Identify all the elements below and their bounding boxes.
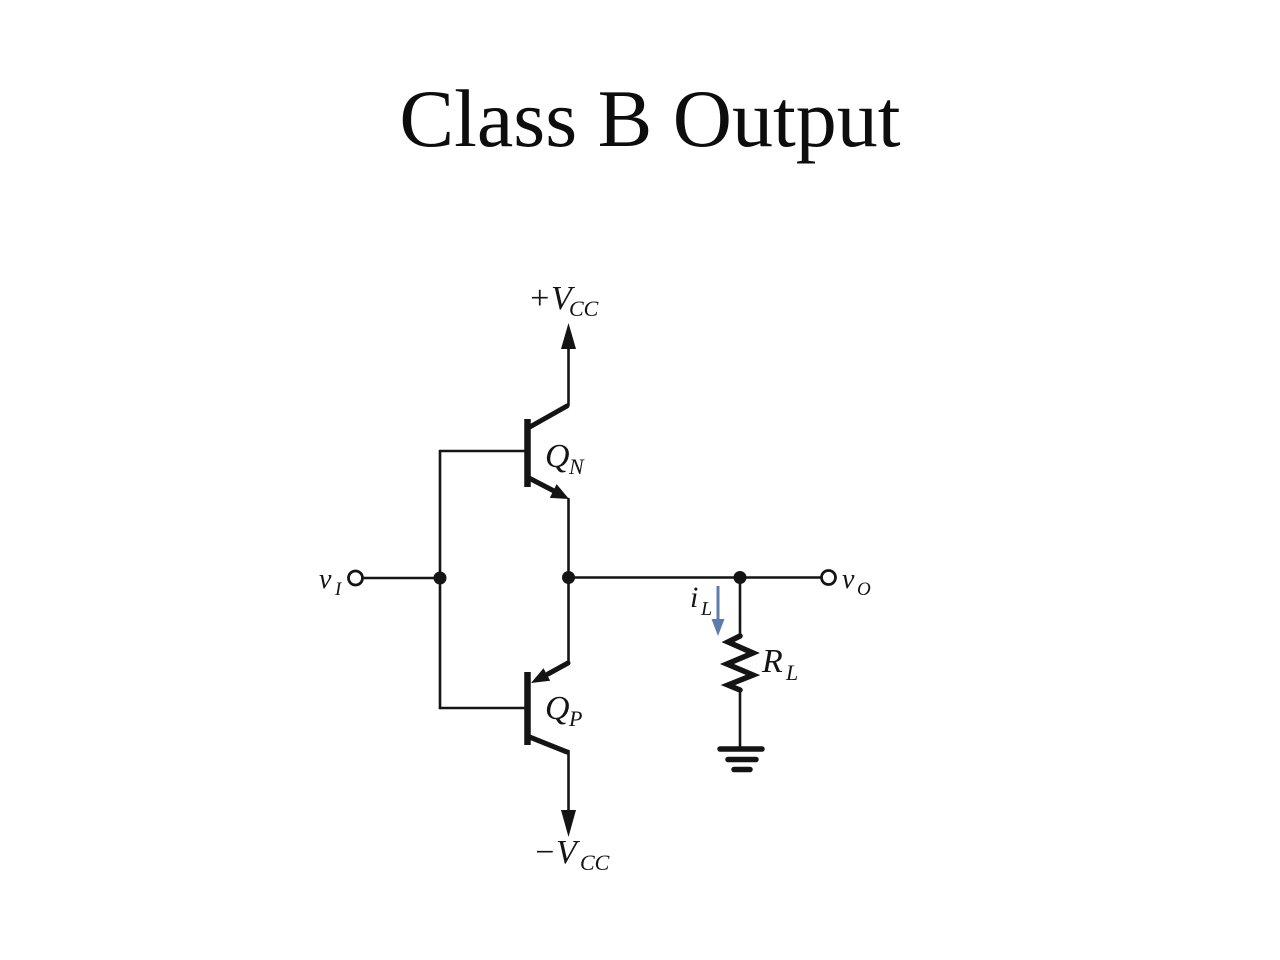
load-current-label: i: [690, 581, 698, 614]
vcc-positive-label: +V: [528, 280, 576, 317]
qp-collector-diagonal: [524, 733, 570, 755]
load-resistor-label-sub: L: [785, 660, 798, 685]
load-current-arrow-icon: [711, 619, 725, 636]
load-resistor-zigzag: [719, 633, 761, 693]
qp-emitter-arrow-icon: [531, 668, 551, 683]
qp-label: Q: [545, 690, 570, 727]
output-label: v: [842, 564, 855, 595]
load-resistor-label: R: [761, 643, 783, 680]
output-terminal: [820, 569, 837, 586]
vcc-negative-arrow-icon: [561, 810, 576, 837]
qn-emitter-diagonal: [524, 474, 557, 494]
vcc-negative-label-sub: CC: [580, 850, 610, 875]
positive-supply: +V CC: [528, 280, 599, 407]
vcc-positive-label-sub: CC: [569, 296, 599, 321]
vcc-positive-arrow-icon: [561, 323, 576, 349]
slide-title: Class B Output: [399, 73, 901, 164]
qn-label: Q: [545, 438, 570, 475]
load-current-annotation: i L: [690, 581, 725, 636]
input-label-sub: I: [334, 579, 343, 600]
load-current-label-sub: L: [700, 598, 712, 620]
load-branch: R L: [719, 576, 798, 750]
input-junction-dot: [433, 571, 447, 585]
pnp-transistor: Q P: [524, 575, 582, 755]
negative-supply: −V CC: [533, 749, 610, 875]
input-network: v I: [319, 449, 526, 710]
output-network: v O: [562, 564, 871, 600]
npn-transistor: Q N: [524, 403, 585, 579]
qp-emitter-diagonal: [545, 660, 571, 677]
input-label: v: [319, 564, 332, 595]
vcc-negative-label: −V: [533, 834, 581, 871]
ground-symbol: [717, 746, 765, 773]
input-terminal: [347, 569, 364, 587]
qp-label-sub: P: [568, 706, 582, 731]
qn-emitter-arrow-icon: [549, 484, 569, 499]
qn-collector-diagonal: [525, 403, 570, 431]
output-label-sub: O: [857, 579, 871, 600]
qn-label-sub: N: [568, 454, 585, 479]
